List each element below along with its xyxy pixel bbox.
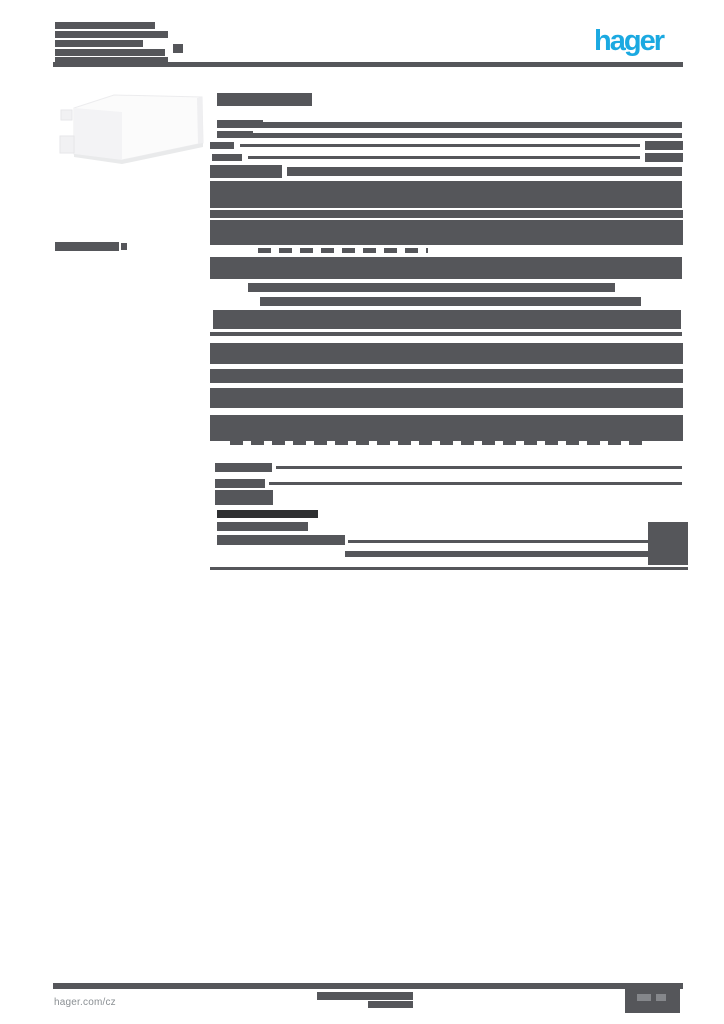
redacted-text-bar [260,297,641,306]
redacted-text-bar [345,551,648,557]
redacted-text-bar [55,49,165,56]
redacted-text-bar [212,154,242,161]
redacted-text-bar [215,463,272,472]
footer-page-number-box [625,985,680,1013]
redacted-text-bar [269,482,682,485]
page-number-mark [637,994,651,1001]
redacted-text-bar [248,156,640,159]
redacted-text-bar [210,220,683,245]
redacted-text-bar [213,310,681,329]
redacted-text-bar [240,144,640,147]
redacted-text-bar [217,535,345,545]
redacted-text-bar [55,31,168,38]
redacted-text-bar [217,510,318,518]
redacted-text-bar [287,167,682,176]
redacted-text-bar [368,1001,413,1008]
redacted-text-bar [263,122,682,128]
page-number-mark [656,994,666,1001]
redacted-text-bar [55,57,168,63]
redacted-text-bar [210,343,683,364]
product-bottom-shadow [74,143,203,164]
product-right-edge [197,97,203,144]
redacted-text-bar [55,22,155,29]
redacted-text-bar [210,567,688,570]
redacted-text-bar [173,44,183,53]
redacted-text-bar [210,210,683,218]
redacted-text-bar [121,243,127,250]
redacted-text-bar [230,441,650,445]
redacted-text-bar [217,120,263,128]
redacted-text-bar [210,142,234,149]
footer-divider-rule [53,983,683,989]
redacted-text-bar [210,257,682,279]
redacted-text-bar [210,181,682,208]
redacted-text-bar [215,490,273,505]
redacted-text-bar [648,522,688,565]
redacted-text-bar [258,248,428,253]
redacted-text-bar [210,369,683,383]
redacted-text-bar [55,40,143,47]
redacted-text-bar [217,93,312,106]
redacted-text-bar [645,153,683,162]
redacted-text-bar [248,283,615,292]
header-divider-rule [53,62,683,67]
redacted-text-bar [210,388,683,408]
product-front-face [74,108,122,160]
redacted-text-bar [210,415,683,441]
redacted-text-bar [217,522,308,531]
hager-logo: hager [594,25,665,57]
footer-site-link[interactable]: hager.com/cz [54,991,170,1014]
redacted-text-bar [248,133,682,138]
redacted-text-bar [55,242,119,251]
redacted-text-bar [217,131,253,138]
redacted-text-bar [210,332,682,336]
product-image [59,94,204,164]
redacted-text-bar [645,141,683,150]
product-side-tab [60,109,73,121]
redacted-text-bar [317,992,413,1000]
product-mounting-foot [59,135,75,154]
redacted-text-bar [348,540,648,543]
redacted-text-bar [210,165,282,178]
redacted-text-bar [215,479,265,488]
redacted-text-bar [276,466,682,469]
